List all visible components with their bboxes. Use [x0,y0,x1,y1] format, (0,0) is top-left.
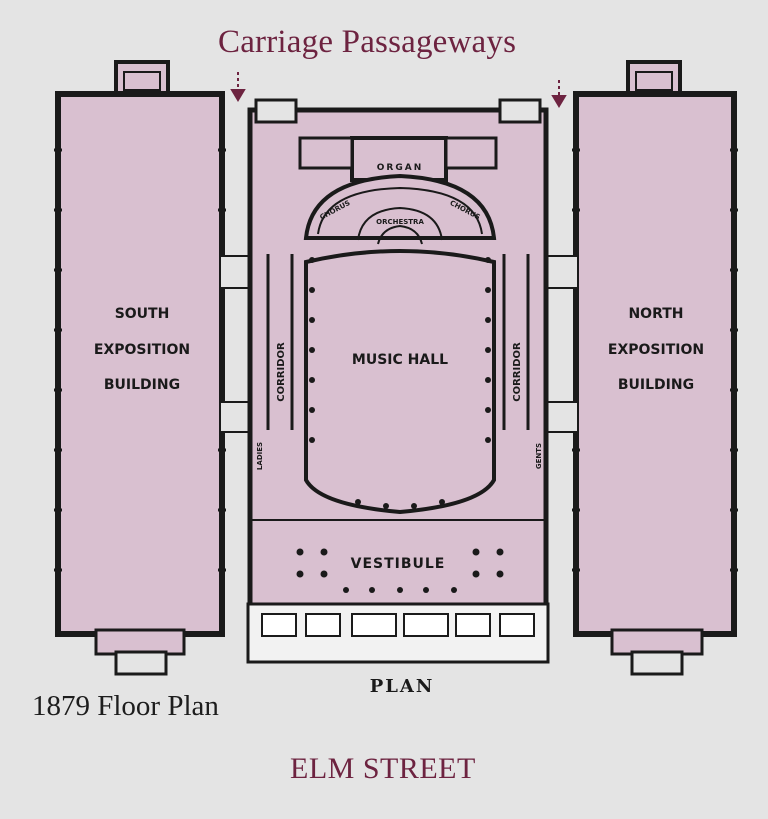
svg-text:NORTH: NORTH [628,306,683,322]
carriage-passageways-title: Carriage Passageways [218,24,517,60]
north-building-label: NORTH EXPOSITION BUILDING [608,306,704,393]
corridor-right-label: CORRIDOR [512,342,523,402]
svg-text:EXPOSITION: EXPOSITION [94,342,190,358]
column-dots [296,257,504,593]
organ-label: ORGAN [377,163,423,173]
north-exposition-building [572,60,738,676]
south-exposition-building [54,60,226,676]
plan-label: PLAN [370,676,435,697]
south-building-label: SOUTH EXPOSITION BUILDING [94,306,190,393]
ladies-label: LADIES [256,442,264,470]
orchestra-label: ORCHESTRA [376,218,424,226]
elm-street-label: ELM STREET [290,752,476,785]
svg-text:BUILDING: BUILDING [104,377,180,393]
gents-label: GENTS [535,443,543,469]
svg-text:BUILDING: BUILDING [618,377,694,393]
music-hall-block [246,98,550,664]
svg-text:SOUTH: SOUTH [115,306,170,322]
music-hall-label: MUSIC HALL [352,352,448,368]
floor-plan-caption: 1879 Floor Plan [32,690,219,722]
arrow-left-icon [230,72,246,102]
vestibule-label: VESTIBULE [351,556,446,572]
svg-text:EXPOSITION: EXPOSITION [608,342,704,358]
corridor-left-label: CORRIDOR [276,342,287,402]
arrow-right-icon [551,80,567,108]
